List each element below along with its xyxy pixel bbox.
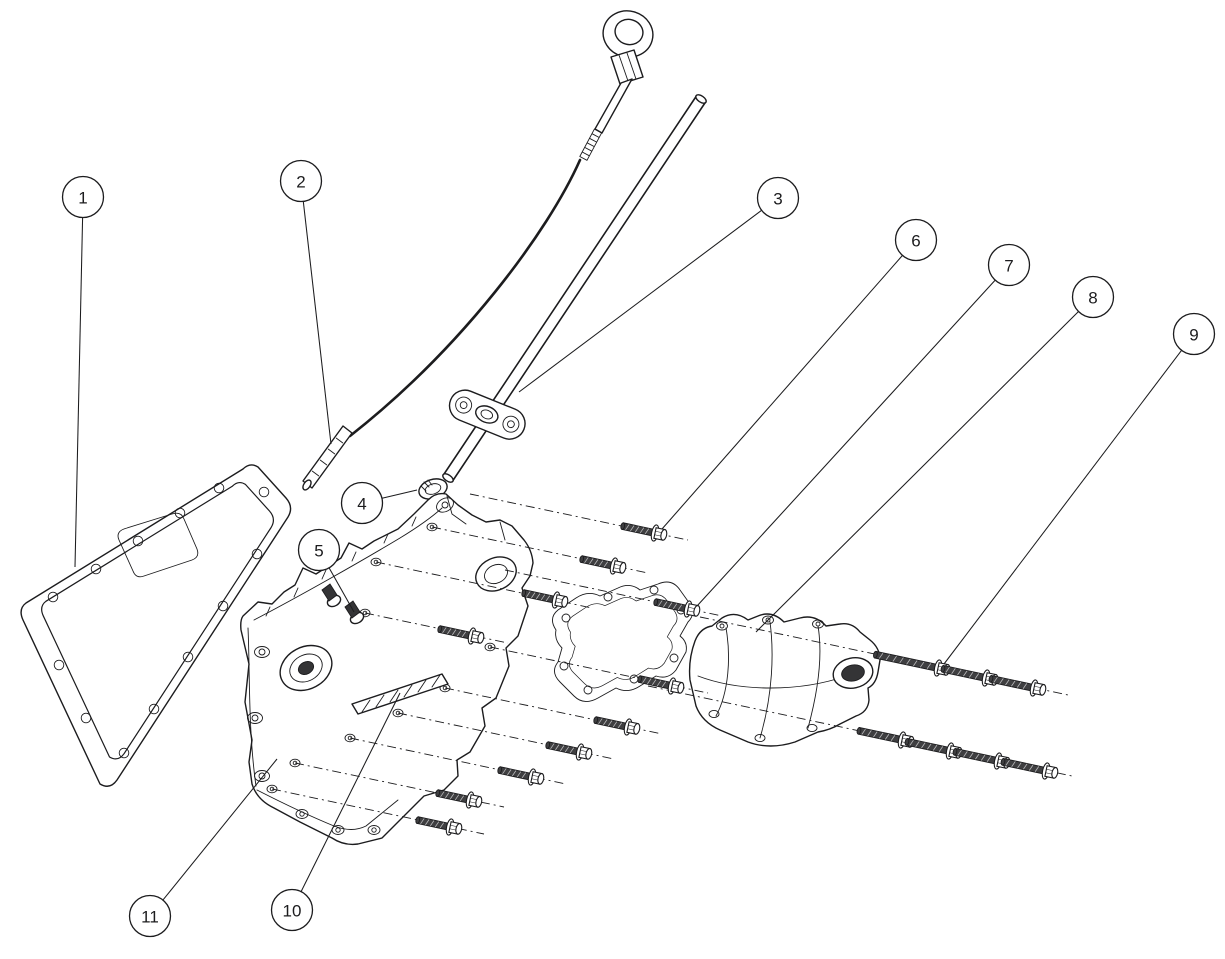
balloon-5[interactable] xyxy=(297,528,341,572)
flange-bolt xyxy=(495,761,546,789)
leader-line-3 xyxy=(518,209,762,393)
flange-bolt xyxy=(543,736,594,764)
balloon-number-7: 7 xyxy=(1004,257,1013,276)
part-dipstick xyxy=(302,10,654,491)
flange-bolt xyxy=(577,550,628,578)
balloon-number-8: 8 xyxy=(1088,289,1097,308)
callout-8[interactable]: 8 xyxy=(755,275,1115,633)
balloon-11[interactable] xyxy=(128,894,172,938)
balloon-number-2: 2 xyxy=(296,173,305,192)
flange-bolt xyxy=(618,517,669,545)
balloon-7[interactable] xyxy=(987,243,1031,287)
balloon-number-11: 11 xyxy=(141,908,159,927)
callout-9[interactable]: 9 xyxy=(943,312,1216,665)
balloon-number-5: 5 xyxy=(314,542,323,561)
callout-4[interactable]: 4 xyxy=(340,481,418,525)
balloon-number-4: 4 xyxy=(357,495,366,514)
callout-11[interactable]: 11 xyxy=(128,758,278,938)
dipstick-rod xyxy=(348,158,582,438)
balloon-number-10: 10 xyxy=(283,902,302,921)
part-main-cover xyxy=(240,492,534,846)
leader-line-7 xyxy=(696,279,996,607)
leader-line-10 xyxy=(300,692,401,892)
balloon-6[interactable] xyxy=(894,218,938,262)
balloon-4[interactable] xyxy=(340,481,384,525)
balloon-8[interactable] xyxy=(1071,275,1115,319)
callout-7[interactable]: 7 xyxy=(696,243,1031,607)
balloon-number-9: 9 xyxy=(1189,326,1198,345)
balloon-10[interactable] xyxy=(270,888,314,932)
part-small-cover xyxy=(688,613,881,747)
leader-line-5 xyxy=(328,567,355,613)
part-dipstick-tube xyxy=(442,94,707,483)
balloon-1[interactable] xyxy=(61,175,105,219)
callout-6[interactable]: 6 xyxy=(661,218,938,530)
balloon-number-1: 1 xyxy=(78,189,87,208)
leader-line-8 xyxy=(755,311,1079,633)
callout-3[interactable]: 3 xyxy=(518,176,800,393)
balloon-number-3: 3 xyxy=(773,190,782,209)
balloon-2[interactable] xyxy=(279,159,323,203)
flange-bolt xyxy=(591,711,642,739)
balloon-3[interactable] xyxy=(756,176,800,220)
leader-line-9 xyxy=(943,349,1183,665)
callout-5[interactable]: 5 xyxy=(297,528,355,613)
part-main-gasket xyxy=(20,464,292,787)
balloon-9[interactable] xyxy=(1172,312,1216,356)
long-flange-bolt xyxy=(871,645,952,680)
callout-1[interactable]: 1 xyxy=(61,175,105,568)
flange-bolt xyxy=(413,811,464,839)
tube-bracket xyxy=(448,389,526,440)
leader-line-2 xyxy=(302,201,332,445)
dipstick-lower-tube xyxy=(302,425,353,489)
callout-2[interactable]: 2 xyxy=(279,159,332,445)
leader-line-6 xyxy=(661,255,903,530)
balloon-number-6: 6 xyxy=(911,232,920,251)
leader-line-1 xyxy=(74,217,84,568)
flange-bolt xyxy=(854,721,916,752)
gasket-cutout xyxy=(117,512,199,578)
gasket-bolt-holes xyxy=(47,482,270,759)
leader-line-11 xyxy=(162,758,278,901)
flange-bolt xyxy=(635,670,686,698)
callout-10[interactable]: 10 xyxy=(270,692,401,932)
dipstick-spring xyxy=(579,128,603,161)
callout-layer: 1 2 3 4 5 6 7 8 9 10 11 xyxy=(61,159,1216,938)
leader-line-4 xyxy=(381,489,418,499)
